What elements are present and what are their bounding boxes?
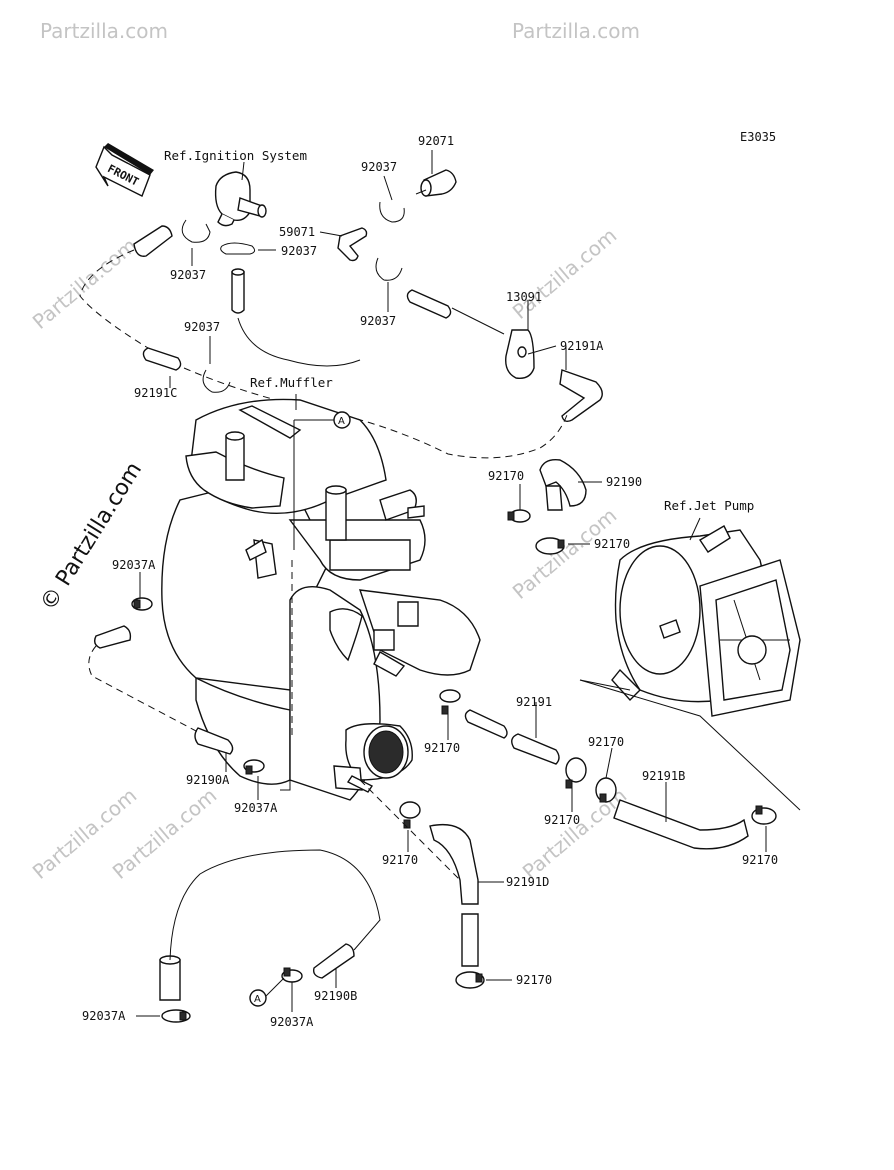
part-label: 92170: [382, 853, 418, 867]
leader-lines: [136, 300, 767, 1017]
part-label: 92037A: [270, 1015, 314, 1029]
watermark: Partzilla.com: [40, 19, 168, 43]
muffler-assembly: [161, 398, 481, 801]
part-label: 92037: [170, 268, 206, 282]
fitting-92071: [415, 150, 457, 197]
hose-segment: [93, 625, 749, 1001]
part-label: 92170: [742, 853, 778, 867]
watermark: Partzilla.com: [28, 233, 141, 334]
part-label: 92170: [424, 741, 460, 755]
connector-a-label: A: [254, 994, 261, 1005]
part-label: 92191D: [506, 875, 549, 889]
part-labels: 92071 92037 59071 92037 92037 92037 9203…: [82, 134, 778, 1029]
clip-icon: [181, 201, 405, 393]
part-label: 92190B: [314, 989, 357, 1003]
front-arrow-icon: FRONT: [95, 143, 154, 197]
watermark: Partzilla.com: [512, 19, 640, 43]
part-label: 92191C: [134, 386, 177, 400]
hose-segment: [133, 225, 603, 511]
part-label: 92037: [184, 320, 220, 334]
part-label: 92170: [594, 537, 630, 551]
connector-a: A: [249, 989, 267, 1007]
watermark: Partzilla.com: [508, 223, 621, 324]
ref-ignition-system: Ref.Ignition System: [164, 148, 307, 163]
ref-muffler: Ref.Muffler: [250, 375, 333, 390]
part-label: 92190: [606, 475, 642, 489]
watermark: Partzilla.com: [518, 783, 631, 884]
connector-a: A: [333, 411, 351, 429]
part-label: 92191B: [642, 769, 685, 783]
part-label: 59071: [279, 225, 315, 239]
clamp-icon: [131, 509, 777, 1023]
part-label: 92037A: [82, 1009, 126, 1023]
part-label: 92191A: [560, 339, 604, 353]
part-label: 92170: [588, 735, 624, 749]
part-label: 92037: [361, 160, 397, 174]
part-label: 92037A: [234, 801, 278, 815]
watermark-brand: © Partzilla.com: [36, 458, 147, 615]
part-label: 92170: [516, 973, 552, 987]
part-label: 92170: [544, 813, 580, 827]
elbow-59071: [319, 227, 368, 262]
part-label: 92170: [488, 469, 524, 483]
part-label: 92037: [281, 244, 317, 258]
part-label: 92190A: [186, 773, 230, 787]
part-label: 92191: [516, 695, 552, 709]
ignition-fitting: [214, 161, 267, 227]
part-label: 13091: [506, 290, 542, 304]
part-label: 92071: [418, 134, 454, 148]
part-label: 92037: [360, 314, 396, 328]
diagram-code: E3035: [740, 130, 776, 144]
ref-jet-pump: Ref.Jet Pump: [664, 498, 754, 513]
jet-pump: [611, 525, 801, 717]
connector-a-label: A: [338, 416, 345, 427]
part-label: 92037A: [112, 558, 156, 572]
